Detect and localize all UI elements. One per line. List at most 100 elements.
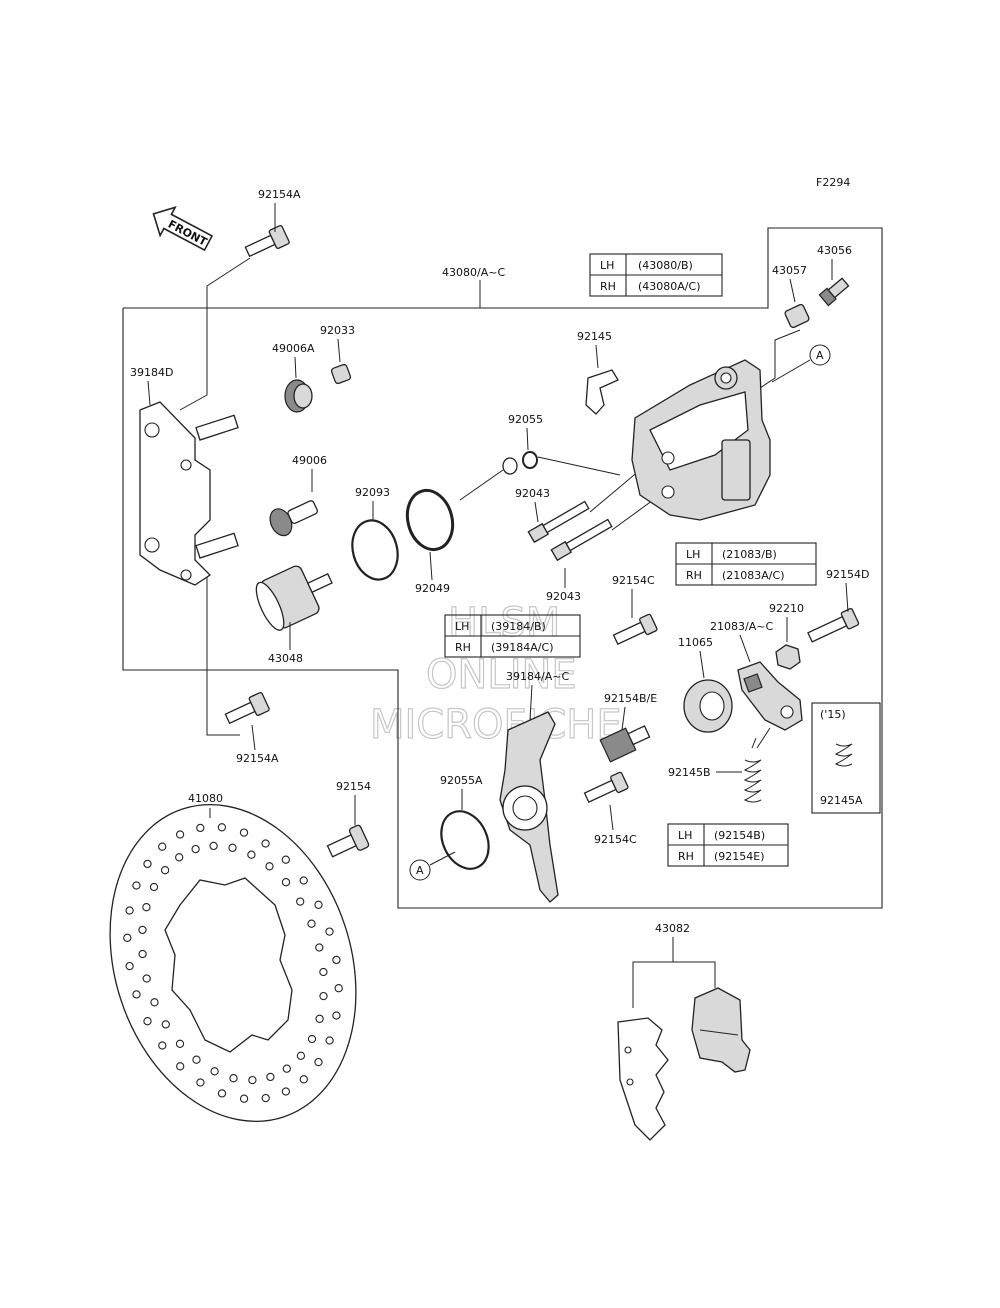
boot-49006a bbox=[284, 379, 313, 413]
table-92154-side-1: RH bbox=[678, 850, 694, 863]
piston-43048 bbox=[255, 565, 333, 631]
rotor-hole bbox=[143, 859, 152, 869]
label-92055a: 92055A bbox=[440, 774, 483, 787]
table-92154: LH (92154B) RH (92154E) bbox=[667, 823, 789, 867]
watermark-line1: HLSM bbox=[448, 600, 560, 646]
table-43080-code-0: (43080/B) bbox=[638, 259, 693, 272]
rotor-hole bbox=[142, 974, 151, 983]
front-arrow-icon: FRONT bbox=[152, 205, 214, 252]
bolt-92154c-bottom bbox=[583, 771, 629, 804]
rotor-hole bbox=[332, 1011, 341, 1020]
rotor-hole bbox=[160, 866, 170, 875]
rotor-hole bbox=[175, 1039, 185, 1048]
table-21083-side-0: LH bbox=[686, 548, 700, 561]
label-92154d: 92154D bbox=[826, 568, 869, 581]
rotor-hole bbox=[315, 1014, 324, 1023]
table-92154-code-0: (92154B) bbox=[714, 829, 765, 842]
rotor-hole bbox=[125, 961, 134, 971]
rotor-hole bbox=[282, 1064, 291, 1073]
rotor-hole bbox=[299, 876, 308, 885]
table-43080-side-0: LH bbox=[600, 259, 614, 272]
rotor-hole bbox=[217, 823, 227, 832]
table-43080-side-1: RH bbox=[600, 280, 616, 293]
rotor-hole bbox=[239, 828, 249, 837]
oring-92055 bbox=[522, 451, 538, 469]
rotor-hole bbox=[209, 841, 218, 851]
rotor-hole bbox=[196, 1078, 205, 1087]
table-92154-side-0: LH bbox=[678, 829, 692, 842]
rotor-hole bbox=[248, 1075, 257, 1085]
label-92145: 92145 bbox=[577, 330, 612, 343]
rotor-hole bbox=[307, 919, 316, 928]
label-49006a: 49006A bbox=[272, 342, 315, 355]
rotor-hole bbox=[266, 1072, 275, 1082]
table-39184-code-1: (39184A/C) bbox=[491, 641, 554, 654]
label-21083: 21083/A~C bbox=[710, 620, 773, 633]
lever-21083 bbox=[737, 661, 803, 731]
rotor-hole bbox=[319, 967, 328, 977]
label-43082: 43082 bbox=[655, 922, 690, 935]
washer-92055 bbox=[502, 457, 518, 475]
rotor-hole bbox=[228, 843, 237, 852]
part-labels: 92154A 43080/A~C 43056 43057 39184D 4900… bbox=[130, 188, 869, 962]
rotor-hole bbox=[319, 991, 328, 1001]
label-11065: 11065 bbox=[678, 636, 713, 649]
rotor-hole bbox=[176, 1062, 185, 1071]
label-39184ac: 39184/A~C bbox=[506, 670, 569, 683]
rotor-hole bbox=[281, 878, 291, 887]
rotor-hole bbox=[149, 882, 159, 892]
table-21083: LH (21083/B) RH (21083A/C) bbox=[675, 542, 817, 586]
label-92145b: 92145B bbox=[668, 766, 711, 779]
figure-code: F2294 bbox=[816, 176, 850, 189]
label-92154a-bottom: 92154A bbox=[236, 752, 279, 765]
rotor-hole bbox=[142, 903, 151, 912]
rotor-hole bbox=[247, 850, 256, 859]
caliper-body-43080 bbox=[631, 359, 771, 521]
table-43080: LH (43080/B) RH (43080A/C) bbox=[589, 253, 723, 297]
label-92055: 92055 bbox=[508, 413, 543, 426]
bolt-92154 bbox=[326, 824, 370, 858]
label-41080: 41080 bbox=[188, 792, 223, 805]
label-92154c-bottom: 92154C bbox=[594, 833, 637, 846]
label-92043-lower: 92043 bbox=[546, 590, 581, 603]
rotor-hole bbox=[332, 955, 341, 965]
rotor-hole bbox=[261, 839, 270, 848]
rotor-hole bbox=[158, 842, 167, 851]
rotor-hole bbox=[143, 1017, 152, 1026]
rotor-hole bbox=[123, 933, 132, 942]
callout-a-top-label: A bbox=[816, 349, 824, 362]
brake-pads-43082 bbox=[617, 961, 751, 1141]
rotor-hole bbox=[281, 855, 290, 864]
table-92154-code-1: (92154E) bbox=[714, 850, 765, 863]
bleeder-43057 bbox=[784, 303, 810, 329]
rotor-hole bbox=[132, 990, 141, 999]
assembly-frames bbox=[122, 227, 883, 909]
bracket-39184d bbox=[139, 401, 239, 586]
box-15-variant bbox=[811, 702, 881, 814]
oring-92055a bbox=[440, 810, 490, 870]
rotor-hole bbox=[314, 1057, 323, 1067]
rotor-hole bbox=[296, 1051, 306, 1060]
table-21083-side-1: RH bbox=[686, 569, 702, 582]
table-39184-side-0: LH bbox=[455, 620, 469, 633]
rotor-hole bbox=[138, 925, 147, 935]
adjuster-92154be bbox=[599, 725, 651, 763]
rotor-hole bbox=[299, 1075, 308, 1084]
label-92154c-top: 92154C bbox=[612, 574, 655, 587]
table-43080-code-1: (43080A/C) bbox=[638, 280, 701, 293]
label-43048: 43048 bbox=[268, 652, 303, 665]
pin-92043-upper bbox=[527, 500, 590, 544]
label-49006: 49006 bbox=[292, 454, 327, 467]
label-92154a-top: 92154A bbox=[258, 188, 301, 201]
rotor-hole bbox=[150, 998, 159, 1007]
label-92154: 92154 bbox=[336, 780, 371, 793]
callout-a-bottom-label: A bbox=[416, 864, 424, 877]
clip-92145 bbox=[585, 369, 619, 415]
rotor-hole bbox=[307, 1034, 317, 1044]
table-39184-code-0: (39184/B) bbox=[491, 620, 546, 633]
rotor-hole bbox=[239, 1094, 249, 1103]
nut-92210 bbox=[775, 644, 801, 670]
rotor-hole bbox=[132, 881, 141, 890]
label-15: ('15) bbox=[820, 708, 846, 721]
rotor-hole bbox=[265, 862, 274, 871]
